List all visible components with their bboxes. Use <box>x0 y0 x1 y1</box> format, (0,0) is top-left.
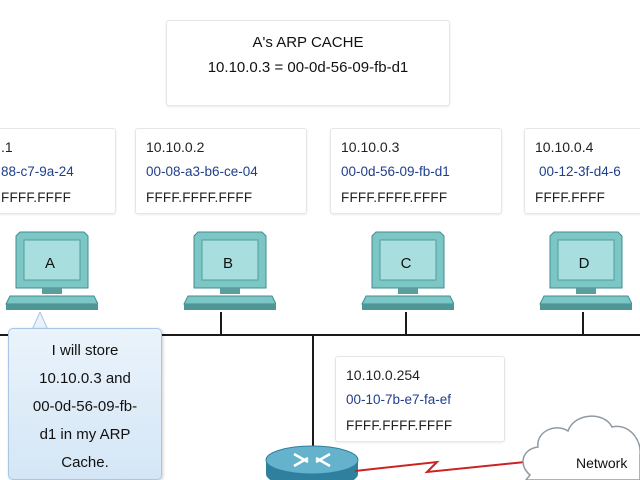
callout-pointer <box>31 312 49 330</box>
computer-d-icon <box>539 231 632 310</box>
arp-cache-box: A's ARP CACHE 10.10.0.3 = 00-0d-56-09-fb… <box>166 20 450 106</box>
speech-callout: I will store 10.10.0.3 and 00-0d-56-09-f… <box>8 328 162 480</box>
host-c-ip: 10.10.0.3 <box>341 139 400 155</box>
host-a-info-box: .1 88-c7-9a-24 FFFF.FFFF <box>0 128 116 214</box>
computer-c-label: C <box>400 255 412 272</box>
host-c-mac: 00-0d-56-09-fb-d1 <box>341 164 450 179</box>
host-a-ip: .1 <box>1 139 13 155</box>
arp-cache-entry: 10.10.0.3 = 00-0d-56-09-fb-d1 <box>207 59 409 76</box>
router-info-box: 10.10.0.254 00-10-7b-e7-fa-ef FFFF.FFFF.… <box>335 356 505 442</box>
host-d-broadcast: FFFF.FFFF <box>535 190 606 205</box>
network-cloud-icon <box>522 415 640 480</box>
router-ip: 10.10.0.254 <box>346 367 420 383</box>
computer-b-icon <box>183 231 276 310</box>
ethernet-bus-line <box>0 334 640 336</box>
router-drop-line <box>312 335 314 455</box>
router-mac: 00-10-7b-e7-fa-ef <box>346 392 452 407</box>
host-d-ip: 10.10.0.4 <box>535 139 594 155</box>
host-b-broadcast: FFFF.FFFF.FFFF <box>146 190 253 205</box>
computer-a-label: A <box>44 255 55 272</box>
computer-b-label: B <box>222 255 233 272</box>
router-broadcast: FFFF.FFFF.FFFF <box>346 418 453 433</box>
host-d-drop-line <box>582 312 584 335</box>
host-b-info-box: 10.10.0.2 00-08-a3-b6-ce-04 FFFF.FFFF.FF… <box>135 128 307 214</box>
host-d-mac: 00-12-3f-d4-6 <box>539 164 621 179</box>
serial-link-line <box>355 460 535 474</box>
network-cloud-label: Network <box>576 455 628 471</box>
computer-d-label: D <box>578 255 590 272</box>
cropped-header-line <box>70 0 570 4</box>
host-d-info-box: 10.10.0.4 00-12-3f-d4-6 FFFF.FFFF <box>524 128 640 214</box>
host-b-drop-line <box>220 312 222 335</box>
computer-a-icon <box>5 231 98 310</box>
host-b-mac: 00-08-a3-b6-ce-04 <box>146 164 258 179</box>
callout-text: I will store 10.10.0.3 and 00-0d-56-09-f… <box>32 342 138 471</box>
computer-c-icon <box>361 231 454 310</box>
host-b-ip: 10.10.0.2 <box>146 139 205 155</box>
router-icon <box>265 445 359 480</box>
host-a-mac: 88-c7-9a-24 <box>1 164 74 179</box>
host-c-drop-line <box>405 312 407 335</box>
arp-cache-title: A's ARP CACHE <box>252 34 364 51</box>
host-a-broadcast: FFFF.FFFF <box>1 190 72 205</box>
host-c-broadcast: FFFF.FFFF.FFFF <box>341 190 448 205</box>
host-c-info-box: 10.10.0.3 00-0d-56-09-fb-d1 FFFF.FFFF.FF… <box>330 128 502 214</box>
